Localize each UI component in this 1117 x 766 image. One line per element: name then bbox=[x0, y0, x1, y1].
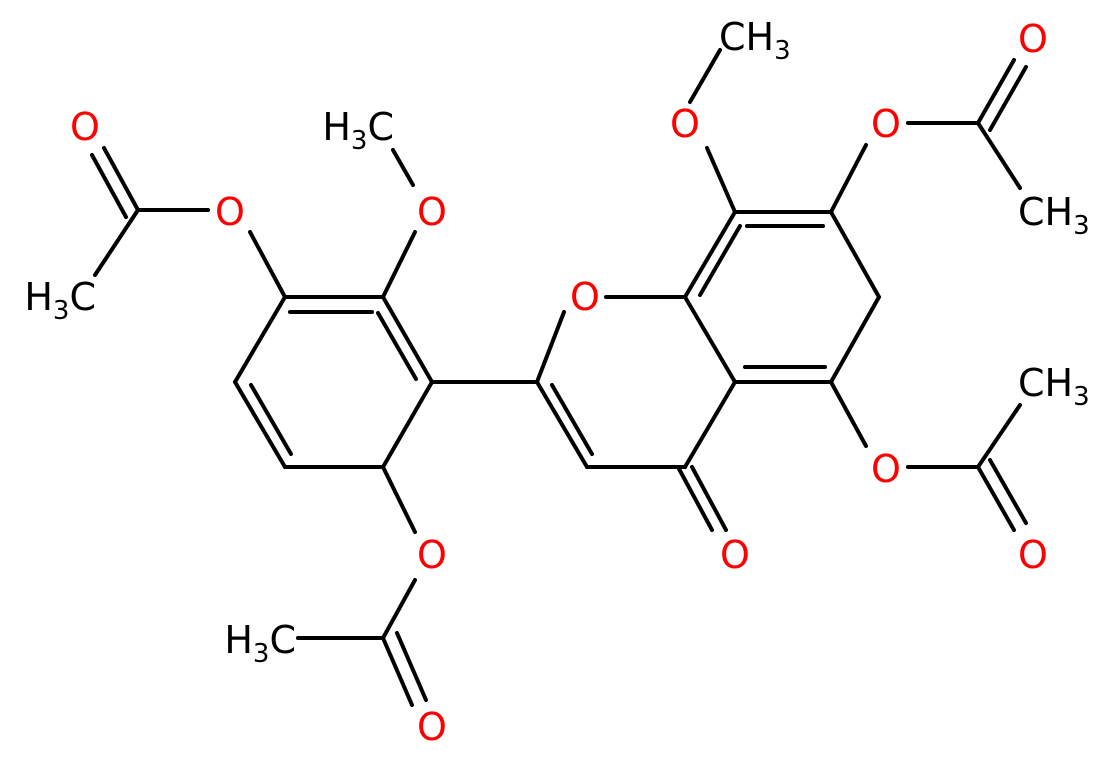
bond bbox=[988, 65, 1028, 132]
acetoxy-oxygen-left: O bbox=[215, 190, 245, 234]
acetoxy-carbonyl-oxygen-bottom: O bbox=[417, 705, 447, 749]
bond bbox=[690, 465, 728, 532]
bond bbox=[976, 403, 1022, 469]
bond bbox=[248, 230, 287, 299]
bond bbox=[829, 210, 881, 299]
acetoxy-methyl-7: CH3 bbox=[1018, 190, 1090, 241]
bond bbox=[829, 295, 881, 384]
bond bbox=[381, 380, 434, 469]
methoxy-methyl-top: CH3 bbox=[719, 15, 791, 66]
bond bbox=[829, 380, 868, 448]
bond bbox=[249, 383, 293, 456]
bond bbox=[988, 458, 1028, 525]
acetoxy-oxygen-bottom: O bbox=[417, 533, 447, 577]
acetoxy-carbonyl-oxygen-5: O bbox=[1018, 533, 1048, 577]
bond bbox=[233, 295, 287, 384]
bond bbox=[688, 48, 722, 104]
methoxy-oxygen-top: O bbox=[670, 102, 700, 146]
atom-labels: O O O CH3 O O CH3 O CH3 O O H3C O O H3C … bbox=[24, 15, 1089, 749]
bond bbox=[381, 578, 417, 640]
bond bbox=[676, 465, 714, 532]
bond bbox=[381, 636, 414, 707]
bond bbox=[535, 310, 566, 384]
acetoxy-carbonyl-oxygen-7: O bbox=[1018, 17, 1048, 61]
bond bbox=[705, 146, 737, 214]
bond bbox=[395, 631, 428, 702]
acetoxy-carbonyl-oxygen-left: O bbox=[70, 105, 100, 149]
bond bbox=[93, 208, 140, 277]
ketone-oxygen: O bbox=[720, 533, 750, 577]
bond bbox=[683, 210, 737, 299]
bond bbox=[683, 295, 737, 384]
bond bbox=[829, 143, 868, 214]
bond bbox=[976, 121, 1022, 190]
acetoxy-methyl-bottom: H3C bbox=[224, 618, 296, 669]
bond bbox=[976, 465, 1016, 532]
bond bbox=[391, 148, 415, 187]
bond bbox=[683, 380, 737, 469]
bond bbox=[102, 146, 140, 212]
ring-oxygen: O bbox=[570, 275, 600, 319]
bond bbox=[550, 383, 594, 456]
bond bbox=[535, 380, 589, 469]
bond bbox=[698, 224, 742, 297]
bonds bbox=[90, 48, 1028, 707]
methoxy-oxygen-left: O bbox=[417, 190, 447, 234]
acetoxy-methyl-left: H3C bbox=[24, 275, 96, 326]
acetoxy-methyl-5: CH3 bbox=[1018, 361, 1090, 412]
bond bbox=[233, 380, 287, 469]
bond bbox=[381, 295, 434, 384]
bond bbox=[381, 465, 417, 534]
methoxy-methyl-left: H3C bbox=[322, 105, 394, 156]
bond bbox=[376, 311, 418, 381]
bond bbox=[976, 58, 1016, 125]
acetoxy-oxygen-7: O bbox=[871, 102, 901, 146]
acetoxy-oxygen-5: O bbox=[871, 447, 901, 491]
bond bbox=[381, 230, 417, 299]
bond bbox=[90, 153, 128, 219]
